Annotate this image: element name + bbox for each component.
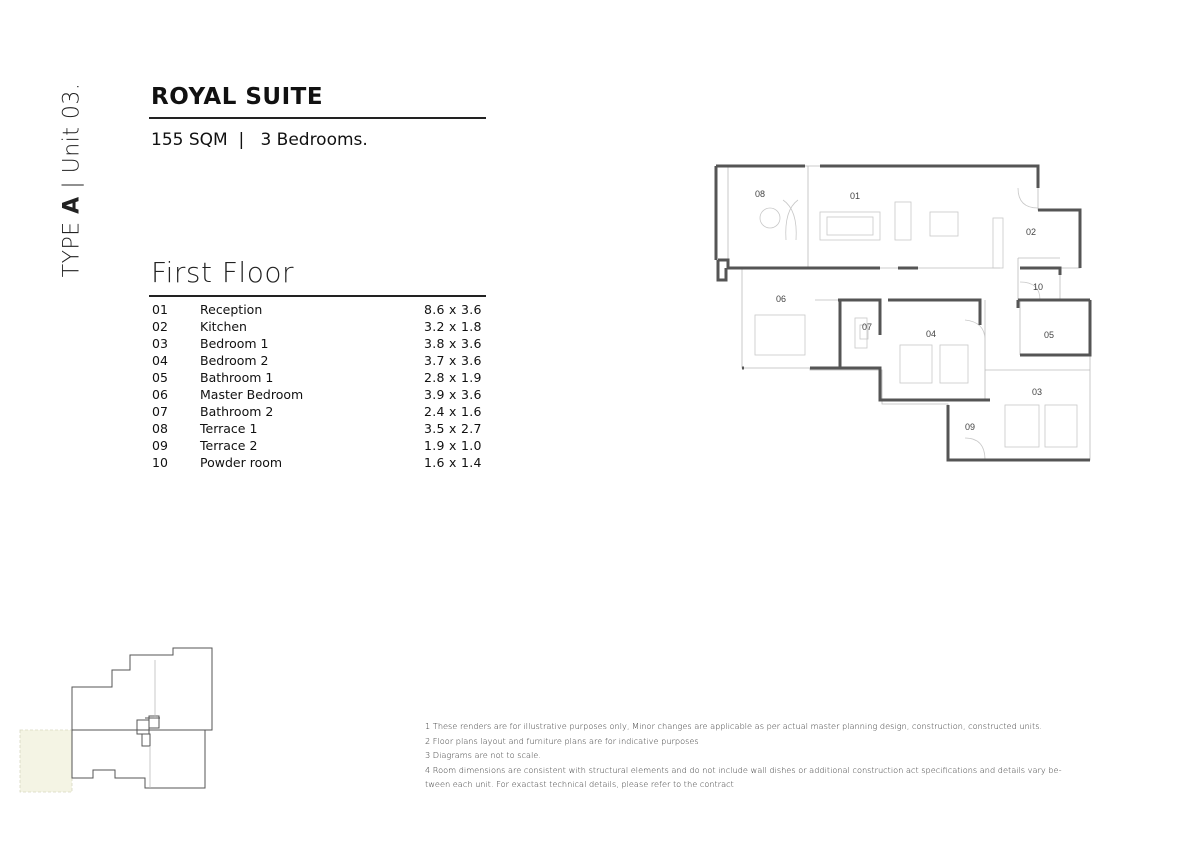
note-line: 1 These renders are for illustrative pur… [425, 721, 1043, 731]
room-row: 03 Bedroom 1 3.8 x 3.6 [152, 336, 487, 353]
room-name: Bathroom 1 [200, 370, 274, 385]
room-name: Powder room [200, 455, 283, 470]
plan-label-08: 08 [755, 189, 765, 199]
plan-label-05: 05 [1044, 330, 1054, 340]
room-row: 08 Terrace 1 3.5 x 2.7 [152, 421, 487, 438]
plan-label-03: 03 [1032, 387, 1042, 397]
room-dim: 2.8 x 1.9 [424, 370, 482, 385]
room-dim: 3.9 x 3.6 [424, 387, 482, 402]
room-row: 07 Bathroom 2 2.4 x 1.6 [152, 404, 487, 421]
room-dim: 1.6 x 1.4 [424, 455, 482, 470]
room-dim: 3.8 x 3.6 [424, 336, 482, 351]
room-dim: 8.6 x 3.6 [424, 302, 482, 317]
title-divider [149, 117, 486, 119]
room-dim: 3.2 x 1.8 [424, 319, 482, 334]
note-line: tween each unit. For exactast technical … [425, 779, 734, 790]
floor-plan: 01 02 03 04 05 06 07 08 09 10 [714, 164, 1092, 462]
room-no: 05 [152, 370, 168, 385]
unit-summary: 155 SQM | 3 Bedrooms. [151, 130, 368, 150]
room-dim: 3.7 x 3.6 [424, 353, 482, 368]
plan-label-02: 02 [1026, 227, 1036, 237]
note-line: 2 Floor plans layout and furniture plans… [425, 735, 699, 746]
unit-number: | Unit 03. [59, 82, 85, 197]
room-name: Bedroom 1 [200, 336, 269, 351]
room-name: Kitchen [200, 319, 247, 334]
room-dim: 2.4 x 1.6 [424, 404, 482, 419]
room-dim: 3.5 x 2.7 [424, 421, 482, 436]
floor-divider [149, 295, 486, 297]
room-no: 06 [152, 387, 168, 402]
room-no: 01 [152, 302, 168, 317]
room-row: 01 Reception 8.6 x 3.6 [152, 302, 487, 319]
plan-label-06: 06 [776, 294, 786, 304]
room-name: Terrace 1 [200, 421, 258, 436]
room-row: 04 Bedroom 2 3.7 x 3.6 [152, 353, 487, 370]
room-schedule: 01 Reception 8.6 x 3.6 02 Kitchen 3.2 x 1.8 03… [152, 302, 487, 472]
room-no: 08 [152, 421, 168, 436]
disclaimer-notes: 1 These renders are for illustrative pur… [425, 719, 1145, 792]
plan-label-09: 09 [965, 422, 975, 432]
plan-label-10: 10 [1033, 282, 1043, 292]
room-row: 02 Kitchen 3.2 x 1.8 [152, 319, 487, 336]
room-row: 06 Master Bedroom 3.9 x 3.6 [152, 387, 487, 404]
room-name: Master Bedroom [200, 387, 304, 402]
page-title: ROYAL SUITE [151, 84, 324, 110]
unit-type-prefix: TYPE [59, 213, 85, 278]
room-row: 09 Terrace 2 1.9 x 1.0 [152, 438, 487, 455]
note-line: 4 Room dimensions are consistent with st… [425, 764, 1062, 775]
room-no: 03 [152, 336, 168, 351]
room-name: Reception [200, 302, 263, 317]
unit-type-label: TYPE A | Unit 03. [60, 83, 85, 278]
room-no: 09 [152, 438, 168, 453]
plan-label-01: 01 [850, 191, 860, 201]
plan-label-07: 07 [862, 322, 872, 332]
room-row: 10 Powder room 1.6 x 1.4 [152, 455, 487, 472]
room-no: 04 [152, 353, 168, 368]
room-no: 10 [152, 455, 168, 470]
room-row: 05 Bathroom 1 2.8 x 1.9 [152, 370, 487, 387]
room-name: Bathroom 2 [200, 404, 274, 419]
floor-heading: First Floor [151, 256, 294, 289]
room-name: Bedroom 2 [200, 353, 269, 368]
note-line: 3 Diagrams are not to scale. [425, 750, 541, 761]
room-name: Terrace 2 [200, 438, 258, 453]
room-no: 07 [152, 404, 168, 419]
plan-label-04: 04 [926, 329, 936, 339]
key-plan [19, 647, 213, 793]
room-dim: 1.9 x 1.0 [424, 438, 482, 453]
unit-type-letter: A [59, 196, 85, 214]
room-no: 02 [152, 319, 168, 334]
